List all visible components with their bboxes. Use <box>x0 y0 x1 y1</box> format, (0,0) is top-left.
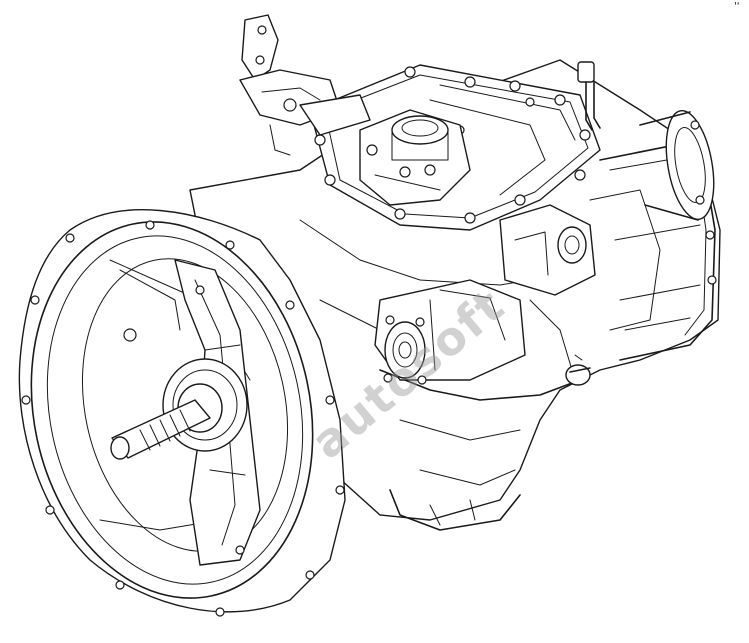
corner-mark: '' <box>734 1 740 12</box>
sensor-plug <box>566 355 590 385</box>
side-pto-housing <box>375 280 525 384</box>
rear-flange <box>640 107 721 284</box>
input-shaft <box>111 359 247 459</box>
shift-bracket <box>240 15 370 155</box>
breather-pipe <box>578 62 600 130</box>
shift-tower <box>360 110 470 205</box>
side-valve <box>500 205 595 295</box>
